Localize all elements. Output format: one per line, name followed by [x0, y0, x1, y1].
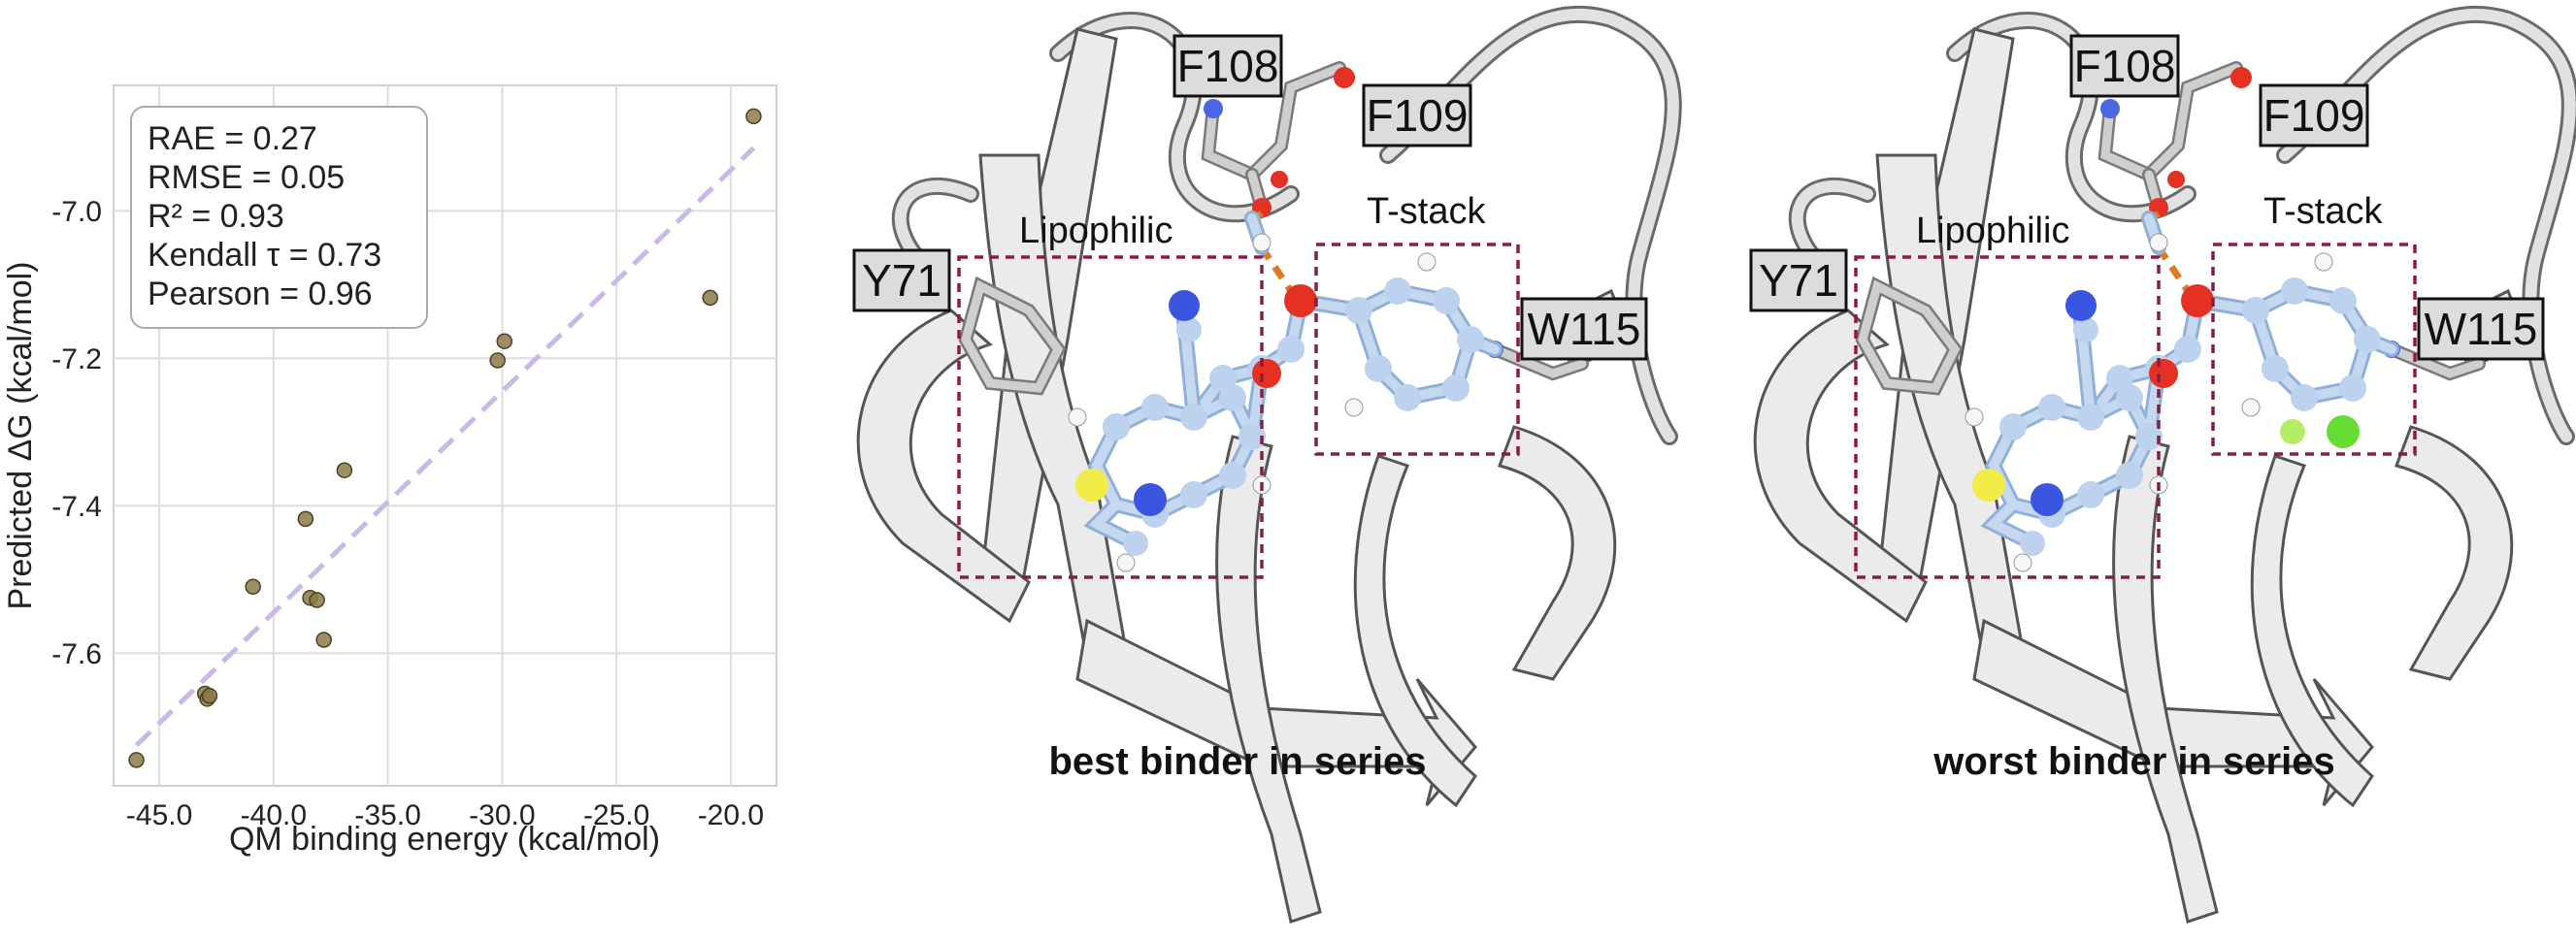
scatter-point [315, 632, 332, 648]
region-t-stack: T-stack [1367, 191, 1486, 232]
scatter-point [128, 752, 145, 768]
residue-labels: F108 F109 Y71 W115 [852, 34, 1648, 361]
x-tick-label: -35.0 [354, 799, 420, 831]
x-tick-label: -25.0 [583, 799, 649, 831]
scatter-point [489, 352, 506, 369]
x-tick-label: -30.0 [469, 799, 535, 831]
residue-labels: F108 F109 Y71 W115 [1749, 34, 2545, 361]
residue-sidechains [1855, 61, 2486, 396]
region-boxes: Lipophilic T-stack [957, 191, 1520, 579]
region-lipophilic: Lipophilic [1019, 211, 1172, 251]
residue-label-f109: F109 [1367, 90, 1469, 141]
scatter-point [297, 510, 314, 528]
scatter-point [201, 688, 218, 704]
region-boxes: Lipophilic T-stack [1854, 191, 2417, 579]
fit-line [134, 146, 756, 747]
scatter-point [336, 462, 353, 478]
scatter-chart: -45.0-40.0-35.0-30.0-25.0-20.0 -7.6-7.4-… [2, 84, 777, 858]
protein-ribbon [1753, 5, 2576, 924]
y-tick-label: -7.4 [51, 491, 102, 523]
y-axis-ticks: -7.6 -7.4 -7.2 -7.0 [51, 196, 102, 670]
structure-panel-worst: Lipophilic T-stack F108 F109 Y71 W115 wo… [1749, 5, 2576, 924]
structure-panel: Lipophilic T-stack F108 F109 Y71 W115 be… [852, 5, 1682, 924]
fluorine-atom [2280, 419, 2305, 444]
stat-rae: RAE = 0.27 [148, 120, 317, 157]
ligand [1068, 211, 1503, 572]
residue-label-f108: F108 [1177, 41, 1279, 91]
y-tick-label: -7.2 [51, 343, 102, 375]
region-lipophilic: Lipophilic [1916, 211, 2069, 251]
y-axis-label: Predicted ΔG (kcal/mol) [2, 261, 39, 609]
scatter-point [496, 333, 512, 349]
ligand [1965, 211, 2399, 572]
residue-label-y71: Y71 [862, 255, 941, 306]
scatter-point [309, 592, 325, 608]
protein-ribbon [856, 5, 1682, 924]
residue-label-f108: F108 [2074, 41, 2176, 91]
scatter-point [702, 289, 718, 307]
data-points [128, 108, 762, 768]
residue-label-w115: W115 [1528, 304, 1641, 354]
region-t-stack: T-stack [2263, 191, 2383, 232]
x-tick-label: -40.0 [241, 799, 307, 831]
scatter-point [245, 578, 261, 596]
panel-caption: best binder in series [1048, 740, 1426, 783]
stat-kendall: Kendall τ = 0.73 [148, 237, 381, 274]
scatter-point [745, 108, 762, 125]
structure-panel-2: Lipophilic T-stack F108 F109 Y71 W115 wo… [1749, 5, 2576, 924]
panel-caption: worst binder in series [1932, 740, 2334, 783]
stat-pearson: Pearson = 0.96 [148, 276, 373, 312]
x-tick-label: -45.0 [126, 799, 192, 831]
residue-sidechains [958, 61, 1589, 396]
y-tick-label: -7.6 [51, 638, 102, 670]
x-axis-ticks: -45.0 -40.0 -35.0 -30.0 -25.0 -20.0 [126, 799, 764, 831]
chlorine-atom [2327, 415, 2360, 448]
y-tick-label: -7.0 [51, 196, 102, 228]
residue-label-w115: W115 [2425, 304, 2538, 354]
stat-r2: R² = 0.93 [148, 198, 284, 235]
residue-label-f109: F109 [2263, 90, 2365, 141]
stats-box: RAE = 0.27 RMSE = 0.05 R² = 0.93 Kendall… [130, 106, 428, 329]
stat-rmse: RMSE = 0.05 [148, 159, 345, 196]
residue-label-y71: Y71 [1759, 255, 1838, 306]
x-axis-label: QM binding energy (kcal/mol) [229, 821, 660, 858]
x-tick-label: -20.0 [698, 799, 764, 831]
